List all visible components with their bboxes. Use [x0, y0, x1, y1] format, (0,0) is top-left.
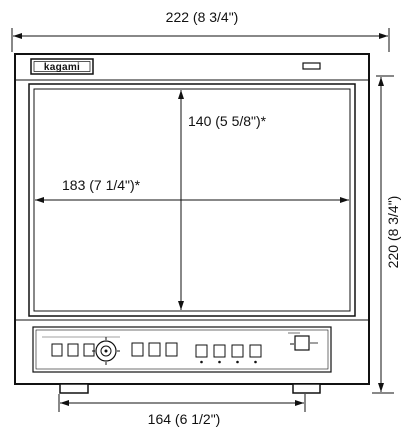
power-indicator — [302, 62, 321, 70]
panel-button[interactable] — [131, 342, 144, 357]
input-button-group — [51, 343, 95, 357]
power-switch[interactable] — [288, 332, 318, 351]
panel-button[interactable] — [249, 344, 262, 358]
brand-logo: kagami — [30, 58, 94, 75]
control-panel — [32, 326, 332, 373]
panel-button[interactable] — [165, 342, 178, 357]
panel-button[interactable] — [51, 343, 63, 357]
screen-width-dimension — [35, 197, 349, 203]
panel-button[interactable] — [67, 343, 79, 357]
left-foot — [59, 383, 89, 394]
right-foot — [292, 383, 321, 394]
monitor-feet — [59, 383, 321, 394]
base-width-label: 164 (6 1/2") — [148, 411, 221, 427]
brand-logo-text: kagami — [44, 62, 80, 73]
overall-width-dimension — [11, 28, 390, 52]
panel-button[interactable] — [148, 342, 161, 357]
control-knob[interactable] — [92, 337, 120, 365]
function-button-group — [195, 344, 262, 358]
panel-button[interactable] — [213, 344, 226, 358]
panel-button[interactable] — [195, 344, 208, 358]
overall-height-label: 220 (8 3/4") — [385, 196, 401, 269]
indicator-lamps — [200, 360, 257, 364]
overall-height-dimension — [372, 75, 394, 394]
screen-height-label: 140 (5 5/8")* — [188, 113, 267, 129]
screen-width-label: 183 (7 1/4")* — [62, 177, 141, 193]
base-width-dimension — [58, 394, 306, 412]
overall-width-label: 222 (8 3/4") — [166, 9, 239, 25]
panel-button[interactable] — [83, 343, 95, 357]
panel-button[interactable] — [231, 344, 244, 358]
menu-button-group — [131, 342, 178, 357]
